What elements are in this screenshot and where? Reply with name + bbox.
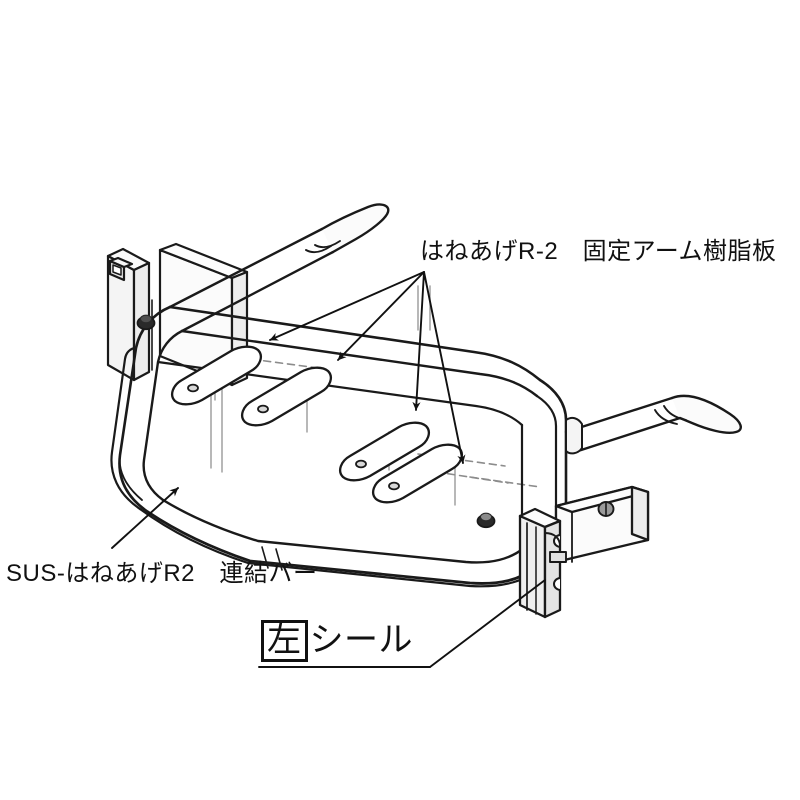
left-mounting-bracket <box>106 242 249 387</box>
hex-bolt-group <box>136 314 496 529</box>
hex-bolt <box>136 314 156 331</box>
resin-plate-group <box>171 345 463 504</box>
callout-arm-resin-plate <box>269 271 466 464</box>
resin-plate <box>171 345 262 406</box>
resin-plate <box>372 443 463 504</box>
label-sus-connecting-bar: SUS-はねあげR2 連結バー <box>6 560 318 587</box>
label-left-seal-text: シール <box>309 621 413 659</box>
callout-leaders <box>111 271 546 668</box>
label-arm-resin-plate: はねあげR-2 固定アーム樹脂板 <box>420 238 777 265</box>
connecting-bar-frame <box>110 203 742 588</box>
resin-plate <box>339 421 430 482</box>
resin-plate <box>241 366 332 427</box>
label-left-seal-boxed-char: 左 <box>261 620 308 662</box>
label-left-seal: 左 シール <box>261 620 413 662</box>
callout-sus-bar <box>111 487 179 549</box>
hex-bolt <box>476 512 496 529</box>
right-mounting-bracket <box>518 485 650 619</box>
callout-left-seal <box>258 579 546 668</box>
